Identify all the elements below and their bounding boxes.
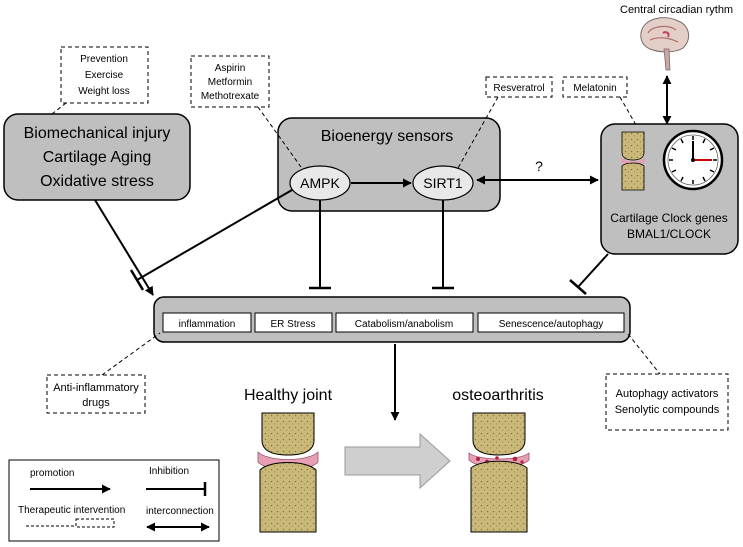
ampk-label: AMPK: [300, 175, 340, 191]
injury-box: [3, 113, 191, 201]
ampk-injury-inhibition-bar: [129, 269, 145, 291]
joint-icon-small: [621, 131, 645, 191]
legend-therapeutic-label: Therapeutic intervention: [18, 505, 125, 516]
injury-line-3: Oxidative stress: [40, 173, 154, 190]
question-mark: ?: [535, 158, 543, 174]
anti-inflammatory-line-1: Anti-inflammatory: [53, 382, 139, 394]
brain-icon: [640, 17, 690, 71]
resveratrol-box: [485, 76, 553, 98]
autophagy-box: [605, 373, 729, 431]
autophagy-line-1: Autophagy activators: [616, 388, 719, 400]
melatonin-label: Melatonin: [573, 83, 616, 94]
clock-line-1: Cartilage Clock genes: [610, 211, 727, 225]
drugs-link: [257, 106, 302, 168]
prevention-link: [51, 102, 67, 115]
injury-line-1: Biomechanical injury: [24, 125, 171, 142]
autophagy-link: [627, 333, 661, 375]
process-inflammation-box: [162, 312, 252, 333]
prevention-box: [60, 46, 149, 104]
process-senescence: Senescence/autophagy: [499, 319, 604, 330]
prevention-line-3: Weight loss: [78, 86, 130, 97]
drugs-box: [190, 55, 270, 108]
osteoarthritis-joint-icon: [468, 412, 530, 533]
process-senescence-box: [477, 312, 625, 333]
melatonin-link: [619, 96, 637, 126]
central-circadian-label: Central circadian rythm: [620, 4, 733, 16]
anti-inflammatory-link: [101, 332, 161, 376]
clock-process-inhibition: [577, 253, 609, 288]
process-er-stress-box: [254, 312, 333, 333]
drug-line-2: Metformin: [208, 77, 252, 88]
melatonin-box: [562, 76, 628, 98]
drug-line-3: Methotrexate: [201, 91, 260, 102]
progression-arrow: [344, 432, 451, 490]
clock-line-2: BMAL1/CLOCK: [627, 227, 711, 241]
anti-inflammatory-line-2: drugs: [82, 397, 110, 409]
injury-line-2: Cartilage Aging: [43, 149, 152, 166]
autophagy-line-2: Senolytic compounds: [615, 404, 720, 416]
resveratrol-label: Resveratrol: [493, 83, 544, 94]
osteoarthritis-label: osteoarthritis: [452, 387, 544, 404]
process-er-stress: ER Stress: [270, 319, 315, 330]
legend-inhibition-label: Inhibition: [149, 466, 189, 477]
healthy-joint-icon: [257, 412, 319, 533]
process-catabolism-box: [335, 312, 474, 333]
sirt1-label: SIRT1: [423, 175, 463, 191]
injury-promotion-arrow: [94, 199, 154, 296]
healthy-joint-label: Healthy joint: [244, 387, 333, 404]
legend-promotion-label: promotion: [30, 468, 74, 479]
prevention-line-2: Exercise: [85, 70, 124, 81]
anti-inflammatory-box: [46, 374, 146, 414]
legend-therapeutic-box: [75, 518, 115, 528]
ampk-injury-inhibition: [136, 189, 293, 281]
process-catabolism: Catabolism/anabolism: [355, 319, 453, 330]
clock-process-inhibition-bar: [569, 279, 587, 295]
drug-line-1: Aspirin: [215, 63, 246, 74]
prevention-line-1: Prevention: [80, 54, 128, 65]
sensors-title: Bioenergy sensors: [321, 128, 454, 145]
clock-icon: [662, 129, 724, 191]
legend-interconnection-label: interconnection: [146, 506, 214, 517]
process-inflammation: inflammation: [179, 319, 236, 330]
